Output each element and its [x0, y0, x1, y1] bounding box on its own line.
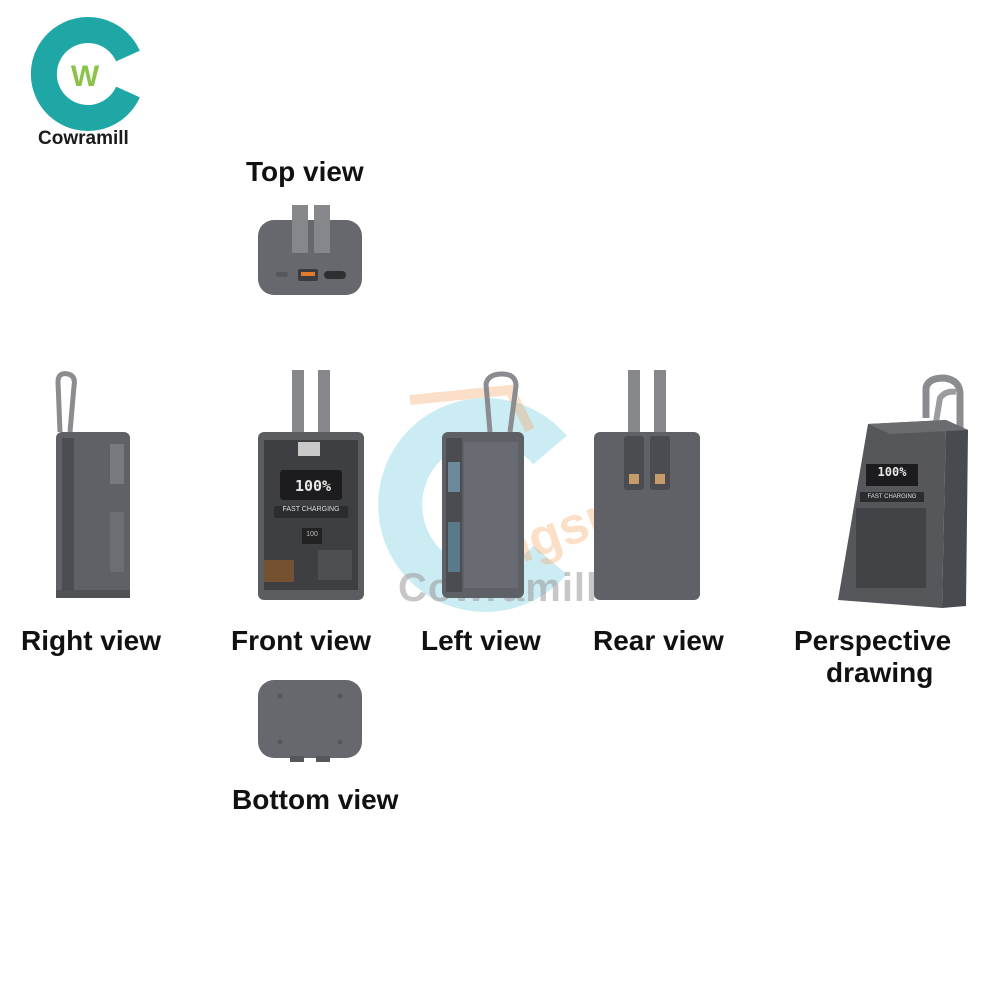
device-top-view: [258, 205, 362, 295]
logo-letter: W: [71, 60, 100, 93]
perspective-panel-label: FAST CHARGING: [867, 494, 917, 500]
front-chip-label: 100: [306, 531, 318, 538]
display-unit: %: [322, 477, 332, 495]
device-left-view: [442, 371, 524, 598]
front-display: 100%: [282, 477, 344, 497]
front-panel-label: FAST CHARGING: [282, 506, 340, 513]
label-perspective-line1: Perspective: [794, 625, 952, 656]
perspective-display-unit: %: [899, 465, 907, 479]
device-rear-view: [594, 370, 700, 600]
device-right-view: [55, 371, 130, 598]
label-front-view: Front view: [231, 625, 372, 656]
device-perspective-drawing: [838, 374, 968, 608]
label-perspective-line2: drawing: [826, 657, 934, 688]
perspective-display: 100%: [866, 465, 918, 483]
label-bottom-view: Bottom view: [232, 784, 399, 815]
brand-name: Cowramill: [38, 128, 129, 149]
display-value: 100: [294, 477, 323, 495]
label-right-view: Right view: [21, 625, 162, 656]
perspective-display-value: 100: [877, 465, 900, 479]
cowramill-logo: W: [30, 17, 140, 131]
label-top-view: Top view: [246, 156, 364, 187]
label-left-view: Left view: [421, 625, 541, 656]
label-rear-view: Rear view: [593, 625, 724, 656]
device-bottom-view: [258, 680, 362, 762]
device-front-view: [258, 370, 364, 600]
